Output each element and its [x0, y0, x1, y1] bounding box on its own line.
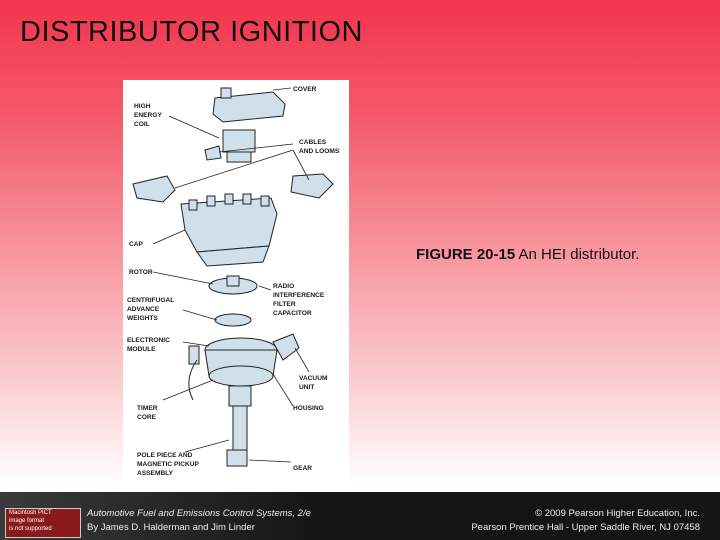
label-timer-1: TIMER: [137, 405, 158, 412]
label-cables-2: AND LOOMS: [299, 148, 340, 155]
copyright-line: © 2009 Pearson Higher Education, Inc.: [535, 508, 700, 519]
label-radio-1: RADIO: [273, 283, 294, 290]
label-module-1: ELECTRONIC: [127, 337, 170, 344]
label-cables-1: CABLES: [299, 139, 327, 146]
shaft-part: [226, 385, 252, 467]
label-coil-3: COIL: [134, 121, 150, 128]
leader-lines: [152, 87, 310, 463]
cover-part: [212, 87, 286, 123]
label-vacuum-2: UNIT: [299, 384, 314, 391]
label-pole-1: POLE PIECE AND: [137, 452, 193, 459]
label-housing: HOUSING: [293, 405, 324, 412]
label-timer-2: CORE: [137, 414, 157, 421]
footer-book-info: Automotive Fuel and Emissions Control Sy…: [87, 507, 311, 535]
label-vacuum-1: VACUUM: [299, 375, 328, 382]
footer-copyright: © 2009 Pearson Higher Education, Inc. Pe…: [471, 507, 700, 535]
label-pole-3: ASSEMBLY: [137, 470, 174, 477]
label-weights-1: CENTRIFUGAL: [127, 297, 174, 304]
rotor-part: [208, 275, 258, 295]
coil-part: [222, 129, 256, 163]
slide-footer: Macintosh PICT image format is not suppo…: [0, 492, 720, 540]
label-cap: CAP: [129, 241, 144, 248]
label-module-2: MODULE: [127, 346, 156, 353]
logo-line-3: is not supported: [9, 526, 52, 532]
label-radio-2: INTERFERENCE: [273, 292, 325, 299]
cables-part: [132, 145, 334, 203]
label-pole-2: MAGNETIC PICKUP: [137, 461, 200, 468]
label-radio-4: CAPACITOR: [273, 310, 312, 317]
logo-line-2: image format: [9, 518, 45, 524]
label-weights-3: WEIGHTS: [127, 315, 158, 322]
caption-text: An HEI distributor.: [515, 246, 640, 263]
label-weights-2: ADVANCE: [127, 306, 160, 313]
label-radio-3: FILTER: [273, 301, 296, 308]
label-gear: GEAR: [293, 465, 312, 472]
cap-part: [180, 193, 278, 267]
weights-part: [214, 313, 252, 327]
label-coil-2: ENERGY: [134, 112, 162, 119]
book-title: Automotive Fuel and Emissions Control Sy…: [87, 508, 311, 519]
book-authors: By James D. Halderman and Jim Linder: [87, 522, 255, 533]
label-coil-1: HIGH: [134, 103, 151, 110]
housing-part: [188, 333, 300, 401]
publisher-line: Pearson Prentice Hall - Upper Saddle Riv…: [471, 522, 700, 533]
exploded-view-diagram: COVER HIGH ENERGY COIL CABLES AND LOOMS …: [127, 86, 340, 477]
figure-caption: FIGURE 20-15 An HEI distributor.: [416, 246, 639, 263]
publisher-logo: Macintosh PICT image format is not suppo…: [5, 508, 81, 538]
label-rotor: ROTOR: [129, 269, 153, 276]
label-cover: COVER: [293, 86, 317, 93]
slide-title: DISTRIBUTOR IGNITION: [20, 16, 363, 48]
hei-distributor-figure: COVER HIGH ENERGY COIL CABLES AND LOOMS …: [123, 80, 349, 488]
logo-line-1: Macintosh PICT: [9, 510, 52, 516]
caption-figure-number: FIGURE 20-15: [416, 246, 516, 263]
